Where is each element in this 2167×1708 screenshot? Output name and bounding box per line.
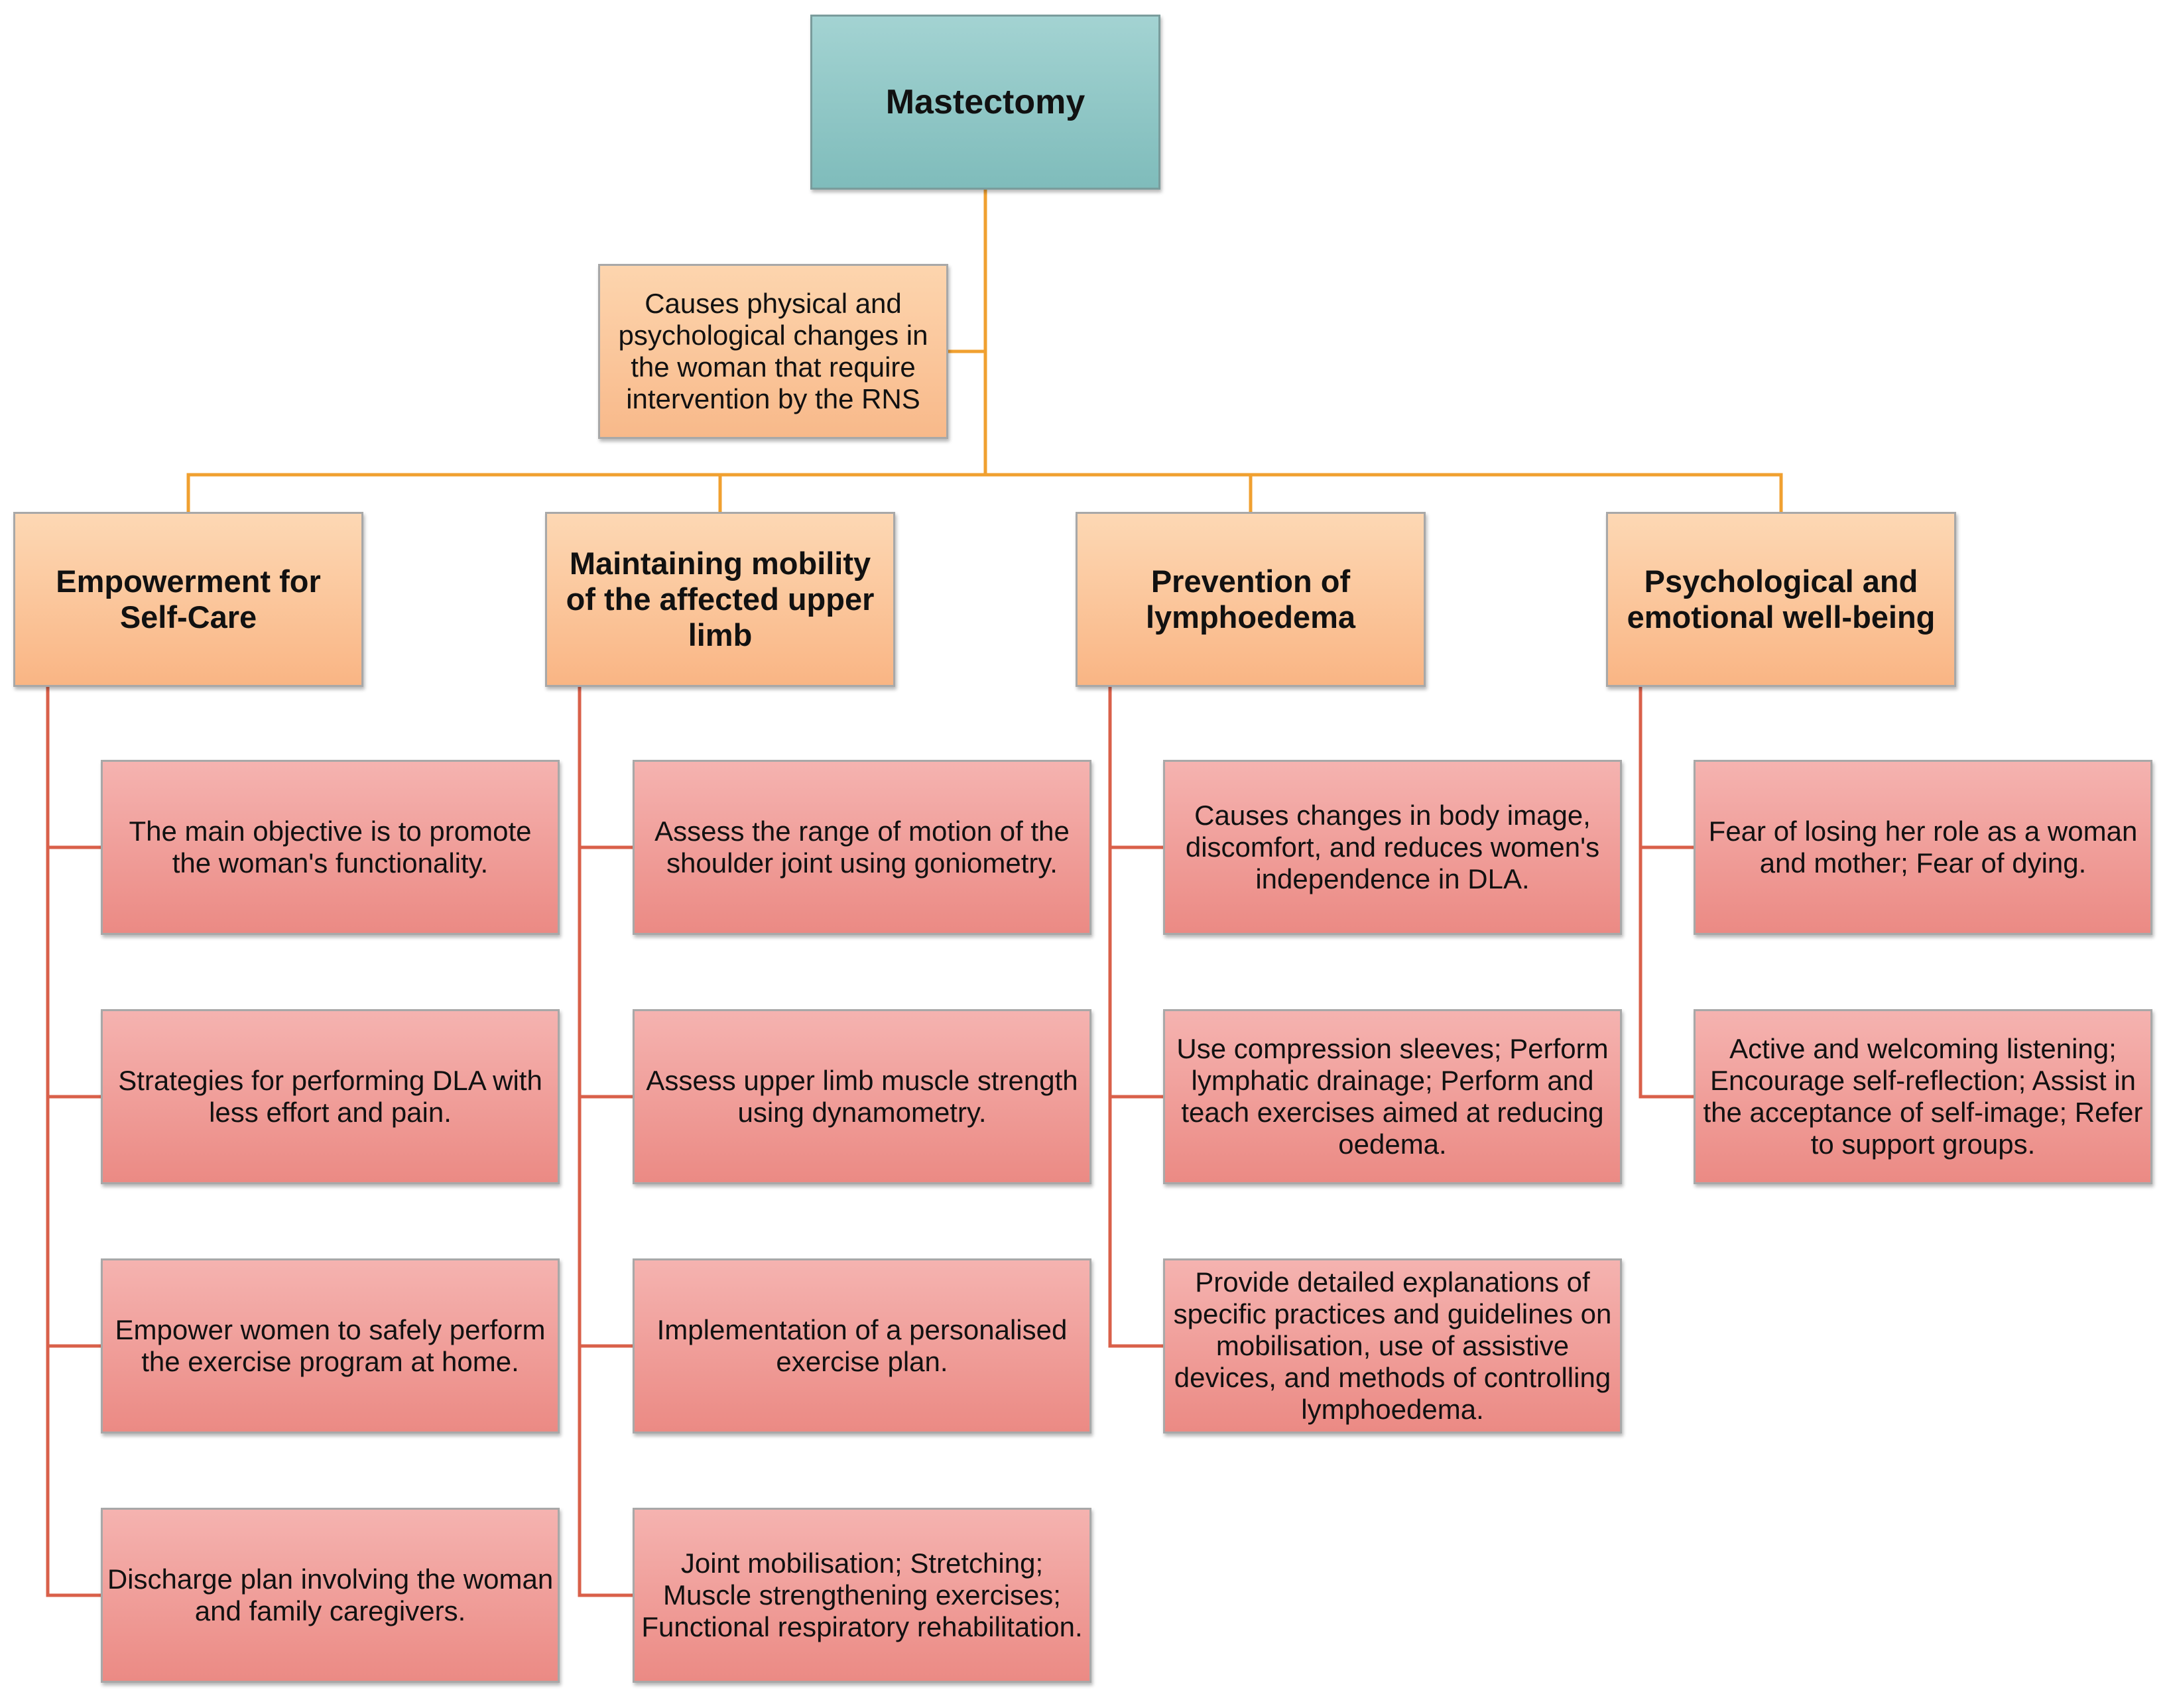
item-text: Joint mobilisation; Stretching; Muscle s… <box>641 1548 1083 1642</box>
category-node-2: Maintaining mobility of the affected upp… <box>545 512 895 687</box>
item-node: Strategies for performing DLA with less … <box>101 1009 560 1184</box>
item-node: Provide detailed explanations of specifi… <box>1163 1258 1622 1433</box>
item-node: Joint mobilisation; Stretching; Muscle s… <box>633 1508 1091 1683</box>
item-text: Strategies for performing DLA with less … <box>118 1065 542 1128</box>
annotation-note-text: Causes physical and psychological change… <box>618 288 928 414</box>
root-label: Mastectomy <box>885 83 1085 121</box>
category-node-4: Psychological and emotional well-being <box>1606 512 1956 687</box>
item-text: Assess the range of motion of the should… <box>654 816 1070 879</box>
item-node: Assess the range of motion of the should… <box>633 760 1091 935</box>
annotation-note: Causes physical and psychological change… <box>598 264 948 439</box>
item-node: Fear of losing her role as a woman and m… <box>1694 760 2152 935</box>
root-node-mastectomy: Mastectomy <box>810 15 1160 190</box>
item-text: Implementation of a personalised exercis… <box>656 1314 1068 1377</box>
item-node: Empower women to safely perform the exer… <box>101 1258 560 1433</box>
item-text: Discharge plan involving the woman and f… <box>107 1563 554 1626</box>
category-title: Maintaining mobility of the affected upp… <box>566 546 875 652</box>
item-text: The main objective is to promote the wom… <box>129 816 532 879</box>
item-node: Causes changes in body image, discomfort… <box>1163 760 1622 935</box>
item-text: Use compression sleeves; Perform lymphat… <box>1176 1033 1609 1160</box>
category-node-3: Prevention of lymphoedema <box>1076 512 1426 687</box>
item-node: Use compression sleeves; Perform lymphat… <box>1163 1009 1622 1184</box>
item-node: The main objective is to promote the wom… <box>101 760 560 935</box>
item-node: Active and welcoming listening; Encourag… <box>1694 1009 2152 1184</box>
item-node: Implementation of a personalised exercis… <box>633 1258 1091 1433</box>
item-text: Provide detailed explanations of specifi… <box>1173 1266 1612 1425</box>
category-title: Empowerment for Self-Care <box>56 564 321 635</box>
item-node: Discharge plan involving the woman and f… <box>101 1508 560 1683</box>
category-title: Psychological and emotional well-being <box>1627 564 1936 635</box>
item-text: Empower women to safely perform the exer… <box>115 1314 546 1377</box>
item-text: Fear of losing her role as a woman and m… <box>1708 816 2138 879</box>
item-node: Assess upper limb muscle strength using … <box>633 1009 1091 1184</box>
item-text: Active and welcoming listening; Encourag… <box>1703 1033 2143 1160</box>
item-text: Assess upper limb muscle strength using … <box>646 1065 1078 1128</box>
item-text: Causes changes in body image, discomfort… <box>1185 800 1600 894</box>
category-title: Prevention of lymphoedema <box>1145 564 1356 635</box>
category-node-1: Empowerment for Self-Care <box>13 512 363 687</box>
